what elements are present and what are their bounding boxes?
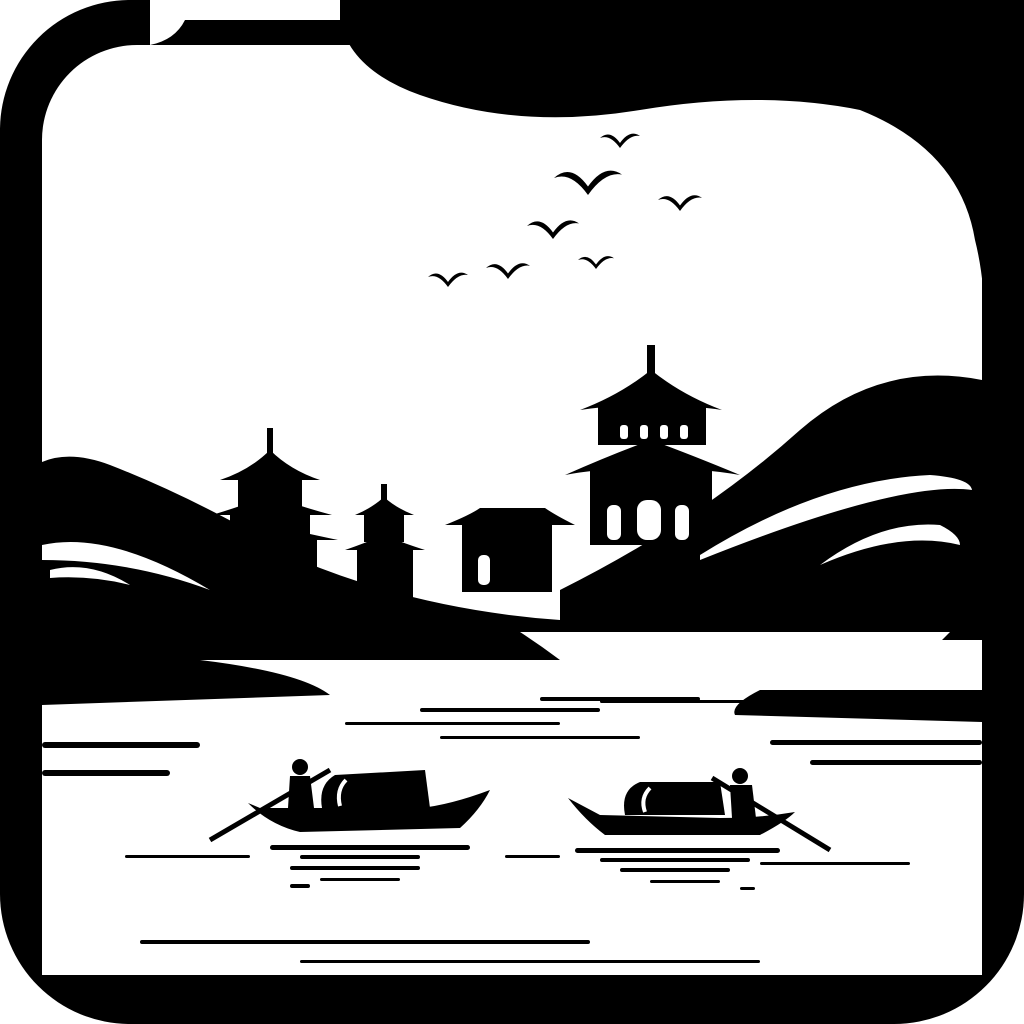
gate-door <box>478 555 490 585</box>
bird-icon <box>578 256 614 269</box>
pagoda-tall-right-windows <box>607 425 689 540</box>
hill-right <box>560 375 982 640</box>
gate-building <box>445 508 575 592</box>
bird-icon <box>527 220 579 239</box>
water-ripple <box>42 770 170 776</box>
ink-blob-top <box>340 0 1024 380</box>
shore-right <box>734 690 982 722</box>
pagoda-left <box>205 428 338 588</box>
water-ripple <box>125 855 250 858</box>
bird-icon <box>554 170 622 195</box>
hill-left <box>42 456 560 660</box>
water-ripple <box>300 960 760 963</box>
bird-icon <box>658 195 702 211</box>
boat-reflection <box>620 868 730 872</box>
bird-icon <box>486 263 530 279</box>
hill-right-highlight <box>700 475 972 560</box>
shore-left <box>42 660 330 705</box>
water-ripple <box>505 855 560 858</box>
boat-reflection <box>600 858 750 862</box>
boat-reflection <box>650 880 720 883</box>
boat-reflection <box>300 855 420 859</box>
water-ripple <box>760 862 910 865</box>
bird-icon <box>600 133 640 148</box>
boat-right <box>568 768 832 853</box>
water-ripple <box>810 760 982 765</box>
pagoda-small <box>345 484 425 606</box>
water-ripples <box>42 697 982 963</box>
frame-top-left-gap <box>150 0 345 45</box>
boat-reflection <box>320 878 400 881</box>
boat-reflections <box>270 845 780 890</box>
water-ripple <box>440 736 640 739</box>
boat-reflection <box>290 866 420 870</box>
boat-left <box>208 759 490 843</box>
birds <box>428 133 702 287</box>
water-ripple <box>420 708 600 712</box>
boat-reflection <box>575 848 780 853</box>
hill-right-highlight-2 <box>820 524 960 565</box>
hill-left-highlight <box>42 542 210 590</box>
water-ripple <box>600 700 790 703</box>
boat-reflection <box>740 887 755 890</box>
bird-icon <box>428 272 468 287</box>
water-ripple <box>140 940 590 944</box>
boat-reflection <box>290 884 310 888</box>
water-ripple <box>345 722 560 725</box>
water-ripple <box>770 740 982 745</box>
boat-reflection <box>270 845 470 850</box>
hill-left-highlight-2 <box>50 567 130 585</box>
water-ripple <box>42 742 200 748</box>
